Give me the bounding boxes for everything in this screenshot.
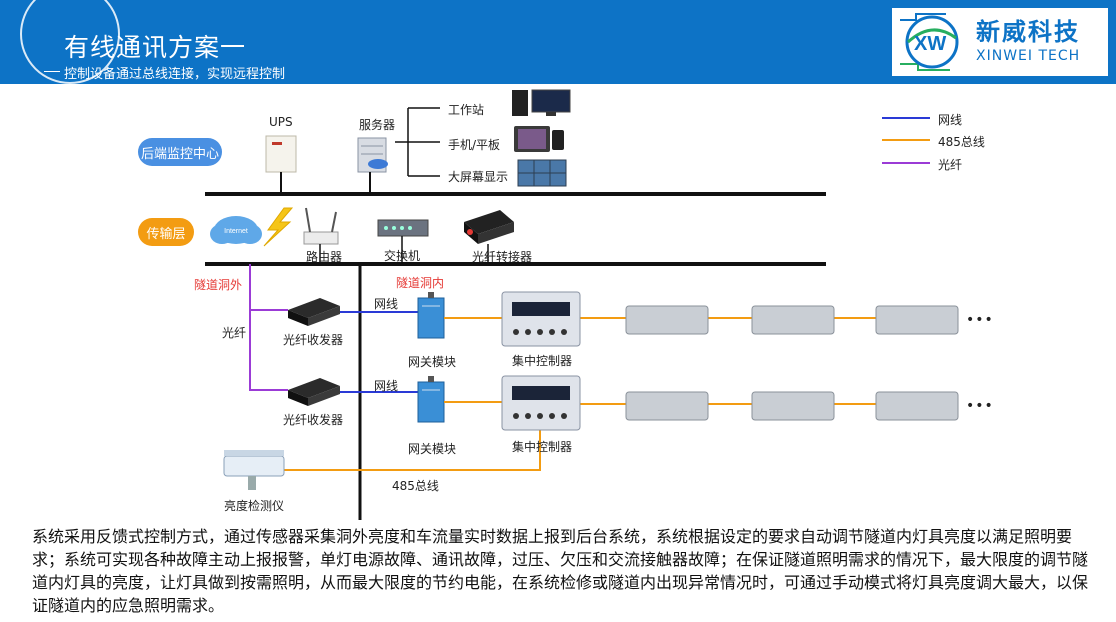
bigscreen-label: 大屏幕显示 [448,170,509,184]
lamp-driver-icon [875,391,959,421]
switch-icon [377,219,429,237]
tunnel-inside-label: 隧道洞内 [396,276,445,290]
logo-name-cn: 新威科技 [976,18,1080,46]
big-screen-icon [517,159,567,187]
brightness-detector-icon [223,450,285,490]
lightning-icon [263,207,294,247]
monitor-layer-badge: 后端监控中心 [138,138,222,166]
brightness-label: 亮度检测仪 [224,499,285,513]
logo-mark-icon: XW [900,13,959,71]
logo-name-en: XINWEI TECH [976,48,1081,64]
page-title: 有线通讯方案一 [64,33,247,62]
internet-label: Internet [224,228,248,235]
subtitle-line [44,71,60,72]
controller-label-1: 集中控制器 [512,354,573,368]
gateway-icon-1 [417,292,445,339]
server-bracket [395,107,440,177]
fiber-line-lower [249,310,288,391]
workstation-icon [512,89,571,116]
header-bar: 有线通讯方案一 控制设备通过总线连接，实现远程控制 XW 新威科技 XINWEI… [0,0,1116,84]
transceiver-label-1: 光纤收发器 [283,333,344,347]
more-row2: ••• [966,398,994,414]
legend-label-485: 485总线 [938,135,985,149]
router-label: 路由器 [306,250,343,264]
description-text: 系统采用反馈式控制方式，通过传感器采集洞外亮度和车流量实时数据上报到后台系统，系… [32,527,1089,615]
controller-label-2: 集中控制器 [512,440,573,454]
lamp-driver-icon [875,305,959,335]
mobile-tablet-icon [514,126,564,152]
lamp-driver-row2 [625,391,959,421]
controller-icon-2 [501,375,581,431]
gateway-icon-2 [417,376,445,423]
lamp-driver-icon [751,391,835,421]
ups-icon [265,135,297,194]
tunnel-outside-label: 隧道洞外 [194,278,243,292]
net-label-2: 网线 [374,379,399,393]
transceiver-label-2: 光纤收发器 [283,413,344,427]
server-label: 服务器 [359,118,396,132]
lamp-driver-icon [625,305,709,335]
transceiver-icon-2 [288,378,340,406]
lamp-driver-row1 [625,305,959,335]
router-icon [303,207,339,245]
company-logo: XW 新威科技 XINWEI TECH [892,8,1108,76]
gateway-label-2: 网关模块 [408,442,457,456]
fiber-converter-icon [464,210,514,244]
fiber-converter-label: 光纤转接器 [472,250,533,264]
page-subtitle: 控制设备通过总线连接，实现远程控制 [64,67,286,82]
legend-label-net: 网线 [938,113,963,127]
transport-layer-badge: 传输层 [138,218,194,246]
switch-label: 交换机 [384,249,421,263]
controller-icon-1 [501,291,581,347]
internet-cloud-icon: Internet [210,216,262,244]
lamp-driver-icon [751,305,835,335]
gateway-label-1: 网关模块 [408,355,457,369]
fiber-line-upper [249,264,288,311]
transceiver-icon-1 [288,298,340,326]
lamp-driver-icon [625,391,709,421]
workstation-label: 工作站 [448,103,485,117]
logo-mark-text: XW [914,33,946,55]
mobile-label: 手机/平板 [448,138,501,152]
fiber-label: 光纤 [222,326,247,340]
bus485-label: 485总线 [392,479,439,493]
bus-line-brightness [284,428,541,471]
server-icon [357,137,388,194]
ups-label: UPS [269,115,293,129]
more-row1: ••• [966,312,994,328]
legend-label-fiber: 光纤 [938,158,963,172]
net-label-1: 网线 [374,297,399,311]
header-arc-decoration [20,0,120,84]
